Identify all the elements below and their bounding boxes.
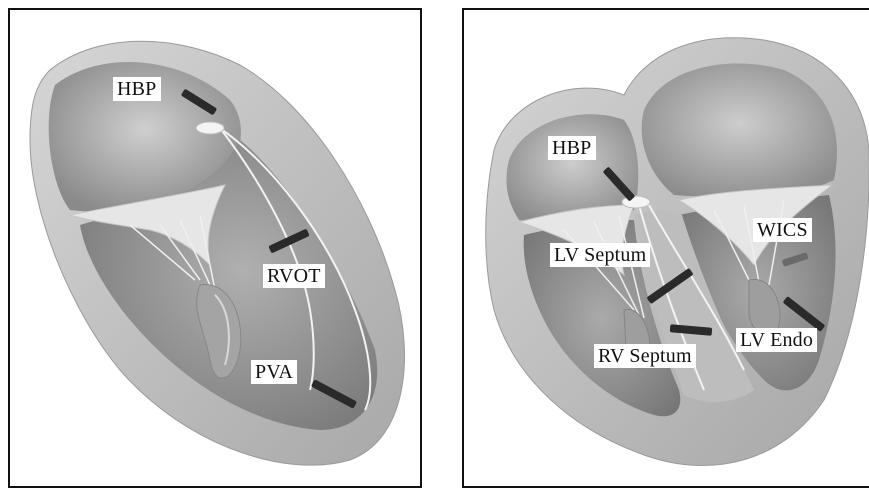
label-hbp-left: HBP bbox=[113, 77, 161, 101]
label-pva: PVA bbox=[251, 360, 297, 384]
label-rv-septum: RV Septum bbox=[594, 344, 696, 368]
label-rvot: RVOT bbox=[263, 264, 325, 288]
rv-heart-illustration bbox=[10, 10, 422, 488]
label-lv-endo: LV Endo bbox=[736, 328, 817, 352]
left-panel-rv-view: HBP RVOT PVA bbox=[8, 8, 422, 488]
four-chamber-heart-illustration bbox=[464, 10, 869, 488]
label-wics: WICS bbox=[753, 218, 812, 242]
his-bundle-site bbox=[196, 122, 224, 134]
label-hbp-right: HBP bbox=[548, 136, 596, 160]
right-panel-four-chamber-view: HBP LV Septum RV Septum WICS LV Endo bbox=[462, 8, 869, 488]
label-lv-septum: LV Septum bbox=[550, 243, 650, 267]
